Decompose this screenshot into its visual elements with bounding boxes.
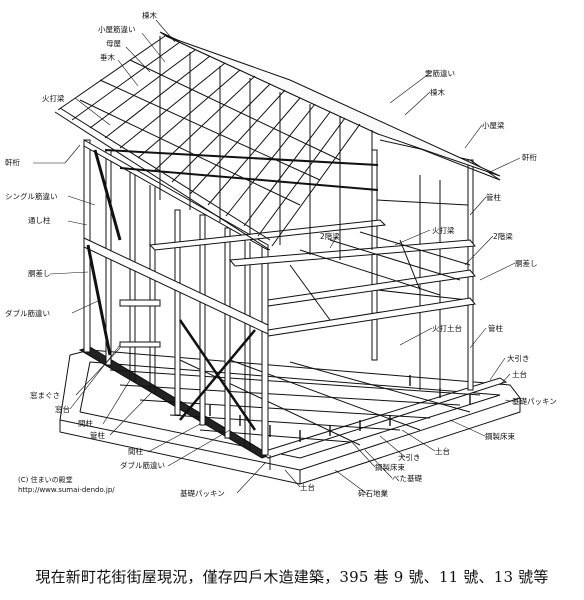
label-roof-beam: 小屋梁 bbox=[482, 121, 505, 130]
label-purlin: 母屋 bbox=[106, 39, 121, 48]
label-eave-beam-right: 軒桁 bbox=[522, 152, 537, 162]
label-floor-beam-right: 大引き bbox=[507, 353, 530, 363]
right-labels: 雲筋違い 棟木 小屋梁 軒桁 管柱 2階梁 火打梁 2階梁 胴差し 火打土台 管… bbox=[300, 68, 557, 498]
label-sill-right: 土台 bbox=[512, 369, 527, 379]
roof-frame bbox=[54, 31, 501, 260]
caption: 現在新町花街街屋現況，僅存四戶木造建築，395 巷 9 號、11 號、13 號等 bbox=[35, 568, 549, 586]
label-foundation-packing-left: 基礎パッキン bbox=[180, 488, 225, 498]
label-cloud-brace: 雲筋違い bbox=[425, 68, 455, 78]
label-through-post: 通し柱 bbox=[28, 215, 51, 225]
label-gravel-base: 砕石地業 bbox=[358, 488, 388, 498]
label-sill-mid: 土台 bbox=[435, 446, 450, 456]
right-wall-frame bbox=[371, 149, 474, 392]
label-steel-post-mid: 鋼製床束 bbox=[375, 462, 405, 472]
label-angle-brace: 火打梁 bbox=[42, 93, 65, 103]
credit-line-1: (C) 住まいの殿堂 bbox=[18, 475, 73, 484]
left-wall-frame bbox=[83, 139, 269, 456]
label-double-brace: ダブル筋違い bbox=[5, 308, 50, 318]
credit-line-2: http://www.sumai-dendo.jp/ bbox=[18, 486, 115, 494]
label-ridge-left: 棟木 bbox=[142, 10, 157, 20]
label-window-sill: 窓台 bbox=[55, 404, 70, 414]
label-eave-beam: 軒桁 bbox=[5, 157, 20, 167]
label-angle-sill: 火打土台 bbox=[432, 323, 462, 333]
second-floor-beams bbox=[148, 219, 476, 337]
label-steel-post-right: 鋼製床束 bbox=[485, 431, 515, 441]
label-2f-beam-a: 2階梁 bbox=[320, 231, 340, 241]
label-girth-right: 胴差し bbox=[515, 258, 538, 268]
label-post: 管柱 bbox=[90, 430, 105, 440]
credit: (C) 住まいの殿堂 http://www.sumai-dendo.jp/ bbox=[18, 475, 115, 494]
label-ridge-right: 棟木 bbox=[430, 87, 445, 97]
label-post-right: 管柱 bbox=[486, 192, 501, 202]
label-foundation-packing-right: 基礎パッキン bbox=[512, 396, 557, 406]
label-stud: 間柱 bbox=[78, 418, 93, 428]
steel-floor-posts bbox=[209, 375, 471, 442]
label-single-brace: シングル筋違い bbox=[5, 191, 58, 201]
label-double-brace-2: ダブル筋違い bbox=[120, 460, 165, 470]
label-rafter: 垂木 bbox=[100, 52, 115, 62]
label-girth: 胴差し bbox=[28, 268, 51, 278]
label-floor-beam-mid: 大引き bbox=[398, 452, 421, 462]
label-angle-beam: 火打梁 bbox=[432, 225, 455, 235]
left-labels: 棟木 小屋筋違い 母屋 垂木 火打梁 軒桁 シングル筋違い 通し柱 胴差し ダブ… bbox=[5, 10, 225, 498]
label-stud-2: 間柱 bbox=[128, 446, 143, 456]
label-roof-brace: 小屋筋違い bbox=[98, 24, 136, 34]
label-mat-foundation: べた基礎 bbox=[392, 473, 422, 483]
label-post-right-2: 管柱 bbox=[488, 323, 503, 333]
leader-lines bbox=[33, 19, 521, 494]
house-frame-illustration: 棟木 小屋筋違い 母屋 垂木 火打梁 軒桁 シングル筋違い 通し柱 胴差し ダブ… bbox=[5, 10, 557, 498]
label-window-lintel: 窓まぐさ bbox=[30, 390, 60, 400]
label-2f-beam-b: 2階梁 bbox=[493, 231, 513, 241]
label-sill-bottom: 土台 bbox=[300, 482, 315, 492]
